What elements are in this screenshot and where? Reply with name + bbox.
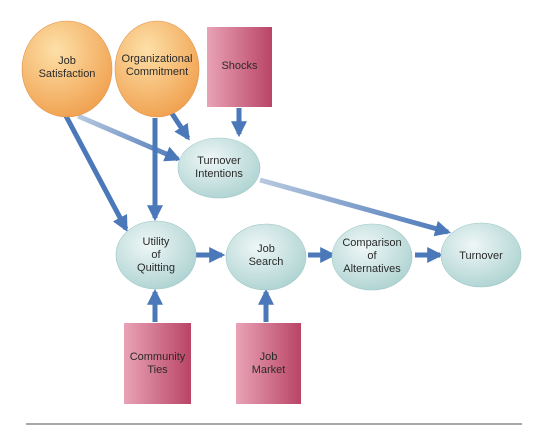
job-satisfaction-line-2: Satisfaction [39,68,96,80]
utility-of-quitting-line-3: Quitting [137,262,175,274]
turnover-intentions-node: Turnover Intentions [177,137,261,199]
turnover-intentions-line-1: Turnover [197,155,241,167]
shocks-node: Shocks [207,27,272,107]
job-satisfaction-node: Job Satisfaction [21,20,113,118]
arrow-intentions-to-turnover [259,177,452,237]
connector-arrows [63,108,452,322]
job-search-node: Job Search [225,223,307,291]
job-search-line-2: Search [249,256,284,268]
comparison-of-alternatives-node: Comparison of Alternatives [331,223,413,291]
utility-of-quitting-line-2: of [151,249,161,261]
utility-of-quitting-line-1: Utility [143,236,170,248]
job-market-line-1: Job [260,351,278,363]
job-market-node: Job Market [236,323,301,404]
organizational-commitment-line-2: Commitment [126,66,188,78]
comparison-line-1: Comparison [342,237,401,249]
job-search-line-1: Job [257,243,275,255]
turnover-intentions-line-2: Intentions [195,168,243,180]
comparison-line-2: of [367,250,377,262]
arrow-satisfaction-to-utility [63,114,129,232]
job-market-line-2: Market [252,364,286,376]
utility-of-quitting-node: Utility of Quitting [115,220,197,290]
organizational-commitment-node: Organizational Commitment [114,20,200,118]
job-satisfaction-line-1: Job [58,55,76,67]
turnover-label: Turnover [459,250,503,262]
turnover-node: Turnover [440,222,522,288]
community-ties-line-2: Ties [147,364,168,376]
community-ties-node: Community Ties [124,323,191,404]
comparison-line-3: Alternatives [343,263,401,275]
shocks-label: Shocks [221,60,258,72]
arrow-satisfaction-to-intentions [77,113,181,162]
arrow-commitment-to-intentions [168,110,191,141]
organizational-commitment-line-1: Organizational [122,53,193,65]
community-ties-line-1: Community [130,351,186,363]
